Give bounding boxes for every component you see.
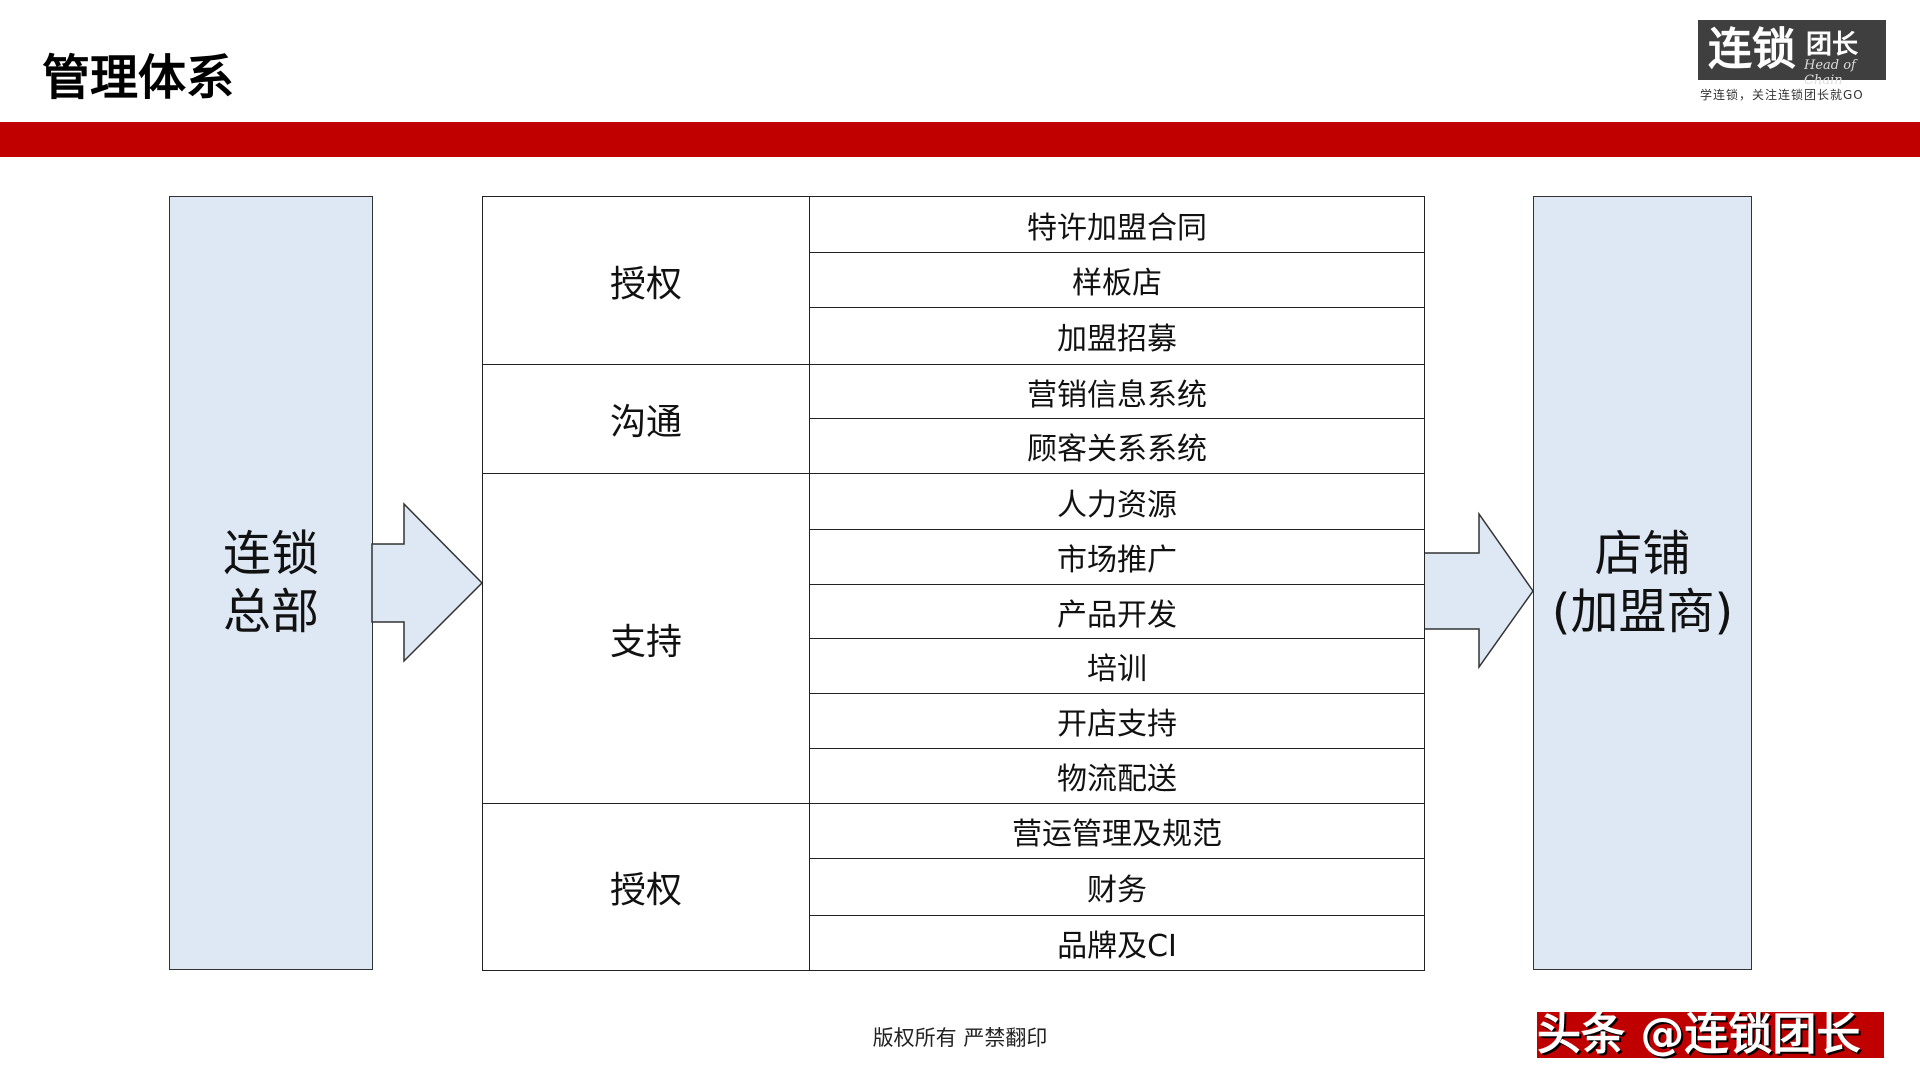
item-cell: 人力资源	[809, 473, 1425, 530]
watermark: 头条 @连锁团长	[1537, 998, 1887, 1060]
item-cell: 品牌及CI	[809, 915, 1425, 971]
page-title: 管理体系	[42, 50, 235, 106]
footer-copyright: 版权所有 严禁翻印	[872, 1026, 1048, 1050]
store-line2: (加盟商)	[1551, 584, 1734, 640]
item-cell: 营运管理及规范	[809, 803, 1425, 859]
store-box: 店铺(加盟商)	[1533, 196, 1752, 970]
item-cell: 营销信息系统	[809, 364, 1425, 419]
hq-line1: 连锁	[222, 526, 319, 582]
item-cell: 培训	[809, 638, 1425, 694]
item-cell: 加盟招募	[809, 307, 1425, 365]
item-cell: 产品开发	[809, 584, 1425, 639]
category-cell: 授权	[482, 803, 810, 971]
category-cell: 授权	[482, 196, 810, 365]
logo-main: 连锁	[1708, 24, 1796, 75]
watermark-text: 头条 @连锁团长	[1537, 1009, 1861, 1060]
category-cell: 沟通	[482, 364, 810, 474]
header-bar	[0, 122, 1920, 157]
item-cell: 财务	[809, 858, 1425, 916]
hq-line2: 总部	[222, 584, 319, 640]
item-cell: 开店支持	[809, 693, 1425, 749]
logo-side: 团长	[1806, 30, 1859, 60]
store-line1: 店铺	[1594, 526, 1691, 582]
item-cell: 特许加盟合同	[809, 196, 1425, 253]
logo-en: Head of Chain	[1804, 58, 1856, 88]
item-cell: 样板店	[809, 252, 1425, 308]
category-cell: 支持	[482, 473, 810, 804]
item-cell: 顾客关系系统	[809, 418, 1425, 474]
left-arrow	[371, 502, 484, 663]
item-cell: 物流配送	[809, 748, 1425, 804]
right-arrow	[1423, 511, 1534, 670]
item-cell: 市场推广	[809, 529, 1425, 585]
logo-slogan: 学连锁，关注连锁团长就GO	[1700, 88, 1864, 102]
brand-logo: 连锁 团长 Head of Chain	[1698, 20, 1886, 88]
chain-hq-box: 连锁总部	[169, 196, 373, 970]
